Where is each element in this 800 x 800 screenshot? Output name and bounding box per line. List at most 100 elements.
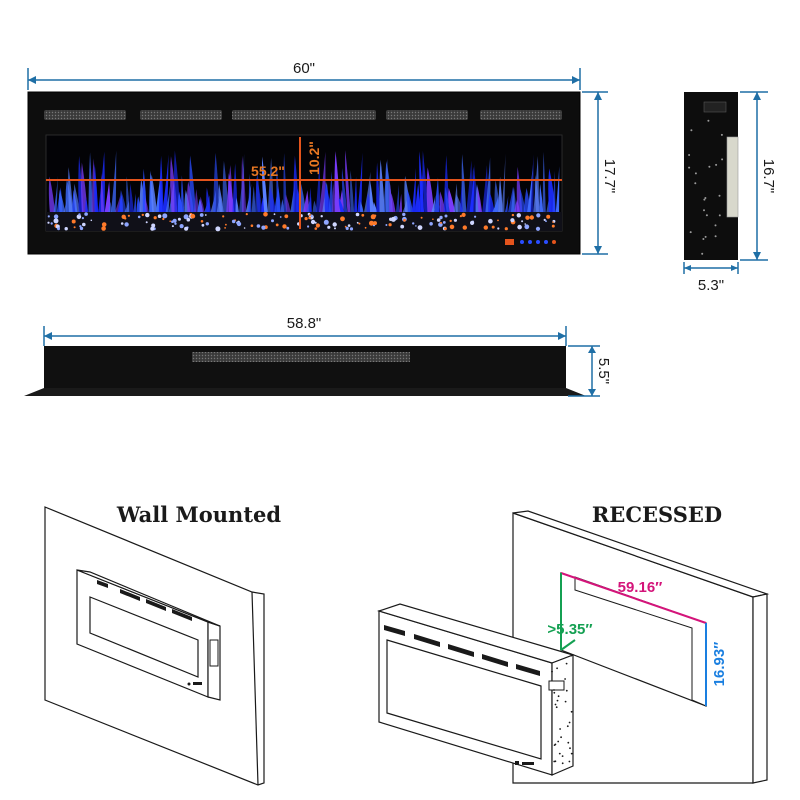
flame-tongue <box>48 176 56 214</box>
flame-tongue <box>199 196 206 214</box>
wall-fireplace-window <box>89 596 199 678</box>
ember <box>546 214 551 219</box>
ember <box>282 224 287 229</box>
flame-tongue <box>94 163 99 214</box>
insert-hole <box>553 691 556 694</box>
flame-tongue <box>369 181 374 214</box>
top-width-label: 58.8" <box>287 315 322 332</box>
ember <box>256 224 261 228</box>
ember <box>358 222 361 225</box>
flame-tongue <box>338 197 345 214</box>
flame-tongue <box>354 176 358 214</box>
top-depth-dimension: 5.5" <box>568 345 612 397</box>
side-hole <box>721 158 724 161</box>
ember <box>307 225 310 228</box>
ember <box>81 217 84 220</box>
ember <box>162 213 168 219</box>
flame-tongue <box>376 162 381 214</box>
ember <box>323 219 329 225</box>
flame-tongue <box>241 155 247 214</box>
insert-hole <box>561 762 564 765</box>
ember <box>215 226 221 232</box>
insert-hole <box>560 736 562 739</box>
flame-tongue <box>360 201 364 214</box>
side-hole <box>694 182 697 185</box>
timer-button-icon <box>544 240 548 244</box>
ember <box>314 227 318 230</box>
flame-tongue <box>477 186 483 214</box>
ember <box>183 214 189 220</box>
ember <box>332 222 337 227</box>
ember <box>141 213 144 217</box>
side-mounting-holes <box>688 119 724 255</box>
side-hole <box>689 231 692 234</box>
ember <box>429 222 433 226</box>
ember <box>224 227 227 229</box>
flame-tongue <box>213 152 220 214</box>
ember <box>73 226 76 229</box>
front-height-dimension: 17.7" <box>582 91 618 255</box>
flame-tongue <box>68 167 74 214</box>
ember <box>462 225 467 230</box>
top-mounting-flange <box>24 388 586 396</box>
ember <box>327 225 331 229</box>
flame-tongue <box>534 174 541 214</box>
ember <box>517 224 522 230</box>
ember <box>127 214 130 217</box>
ember <box>121 214 126 219</box>
wall-mounted-heading: Wall Mounted <box>116 502 281 527</box>
flame-tongue <box>542 151 546 214</box>
ember <box>145 212 150 218</box>
insert-hole <box>568 760 571 763</box>
flame-tongue <box>501 153 506 214</box>
flame-tongue <box>189 155 197 214</box>
flame-tongue <box>315 161 321 214</box>
flame-tongue <box>552 170 556 214</box>
ember <box>56 228 59 230</box>
ember <box>470 220 475 225</box>
side-hole <box>690 129 693 132</box>
ember <box>204 214 207 216</box>
side-hole <box>707 119 710 122</box>
flame-tongue <box>461 154 467 214</box>
ember <box>225 223 227 226</box>
light-button-icon <box>552 240 556 244</box>
flame-tongue <box>126 176 131 214</box>
heat-button-icon <box>528 240 532 244</box>
ember <box>545 220 547 223</box>
ember <box>137 215 141 219</box>
recessed-heading: RECESSED <box>592 502 722 527</box>
ember <box>355 212 360 217</box>
ember <box>524 223 526 225</box>
ember <box>516 213 521 218</box>
ember <box>373 221 377 226</box>
ember <box>275 223 279 227</box>
insert-window <box>386 639 542 760</box>
recess-height-label: 16.93″ <box>711 642 728 687</box>
ember <box>334 227 336 230</box>
insert-mounting-holes <box>551 654 573 765</box>
flame-tongue <box>331 182 335 214</box>
ember <box>511 213 515 217</box>
ember <box>453 218 457 222</box>
flame-tongue <box>466 160 473 214</box>
flame-tongue <box>162 154 169 214</box>
ember <box>47 215 50 218</box>
insert-hole <box>564 678 566 680</box>
ember <box>243 227 246 229</box>
insert-hole <box>565 662 568 665</box>
ember <box>347 224 351 227</box>
recess-depth-label: >5.35″ <box>547 621 592 638</box>
ember <box>491 225 495 229</box>
flame-tongue <box>53 175 58 214</box>
ember <box>101 226 106 231</box>
ember <box>145 221 148 224</box>
ember <box>364 226 367 229</box>
flame-tongue <box>391 193 396 214</box>
ember <box>524 224 530 230</box>
flame-tongue <box>285 194 292 214</box>
insert-hole <box>565 689 568 692</box>
side-hole <box>688 166 691 169</box>
insert-side <box>551 654 574 776</box>
